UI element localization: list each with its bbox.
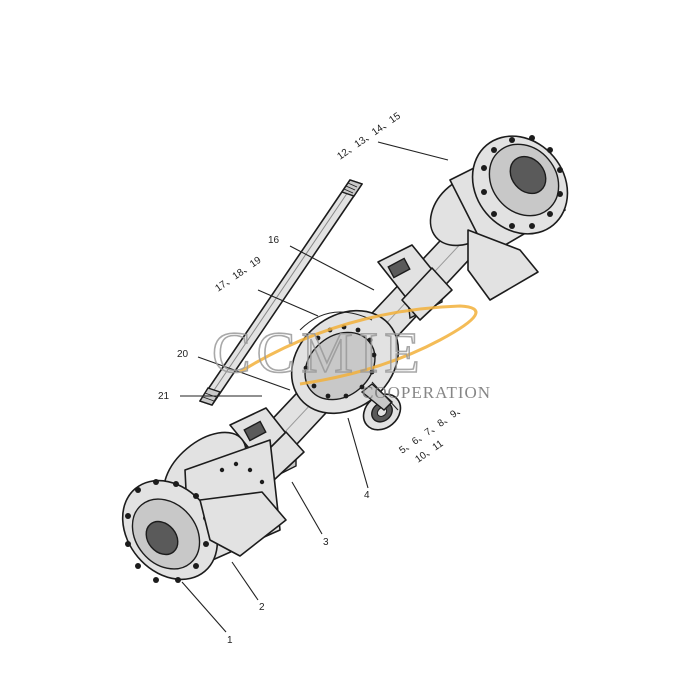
- watermark-swoosh: [239, 304, 478, 386]
- callout-1: 1: [227, 635, 233, 646]
- callout-16: 16: [268, 235, 280, 246]
- leader-lines: [180, 141, 449, 633]
- callout-17-19: 17、18、19: [213, 255, 263, 295]
- callout-4: 4: [364, 490, 370, 501]
- callout-2: 2: [259, 602, 265, 613]
- watermark: CCMIE COOPERATION: [211, 304, 491, 402]
- callout-3: 3: [323, 537, 329, 548]
- watermark-subtitle: COOPERATION: [362, 383, 491, 402]
- callout-20: 20: [177, 349, 189, 360]
- half-shaft: [198, 179, 364, 406]
- bottom-wheel-hub: [121, 431, 287, 583]
- top-wheel-hub: [429, 135, 569, 301]
- upper-mount-bracket: [377, 244, 453, 321]
- callout-21: 21: [158, 391, 170, 402]
- watermark-logo-text: CCMIE: [212, 320, 426, 385]
- callout-12-15: 12、13、14、15: [335, 110, 403, 162]
